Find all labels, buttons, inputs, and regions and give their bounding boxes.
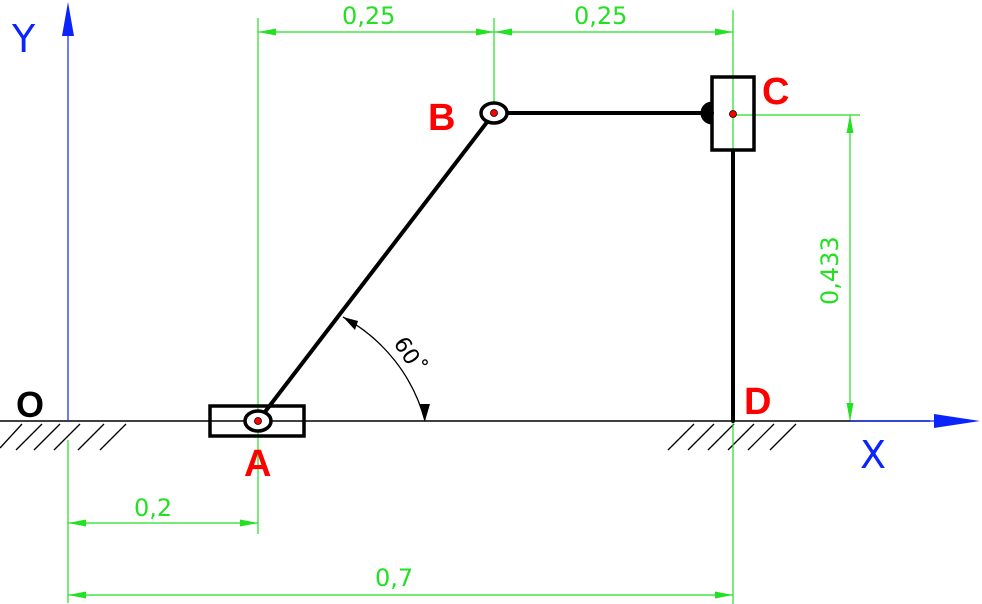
link-ab xyxy=(256,111,496,423)
dim-bottom-long: 0,7 xyxy=(375,564,413,592)
joint-c-halfdisc xyxy=(700,101,713,125)
y-axis-label: Y xyxy=(11,17,36,61)
ground-hatch-left xyxy=(0,423,127,451)
x-axis-label: X xyxy=(860,433,886,477)
point-label-a: A xyxy=(244,443,271,485)
point-label-c: C xyxy=(762,71,789,113)
origin-label: O xyxy=(16,384,44,425)
ground-hatch-right xyxy=(667,423,797,451)
dimension-lines xyxy=(67,10,860,604)
dim-bottom-short: 0,2 xyxy=(134,494,172,522)
slider-a xyxy=(208,404,306,438)
dim-vertical: 0,433 xyxy=(816,236,844,305)
angle-label: 60˚ xyxy=(388,333,430,379)
y-axis-arrow xyxy=(62,2,74,36)
joint-b xyxy=(479,101,509,125)
joint-c xyxy=(729,110,737,118)
joint-a xyxy=(243,409,273,433)
dim-top-right: 0,25 xyxy=(574,2,627,30)
x-axis-arrow xyxy=(934,414,980,428)
angle-arrow-top xyxy=(343,317,358,330)
point-label-d: D xyxy=(744,381,771,423)
dimension-arrowheads xyxy=(68,28,854,599)
angle-arrow-bottom xyxy=(420,404,430,421)
point-label-b: B xyxy=(428,97,455,139)
slider-c xyxy=(710,75,756,152)
dim-top-left: 0,25 xyxy=(342,2,395,30)
